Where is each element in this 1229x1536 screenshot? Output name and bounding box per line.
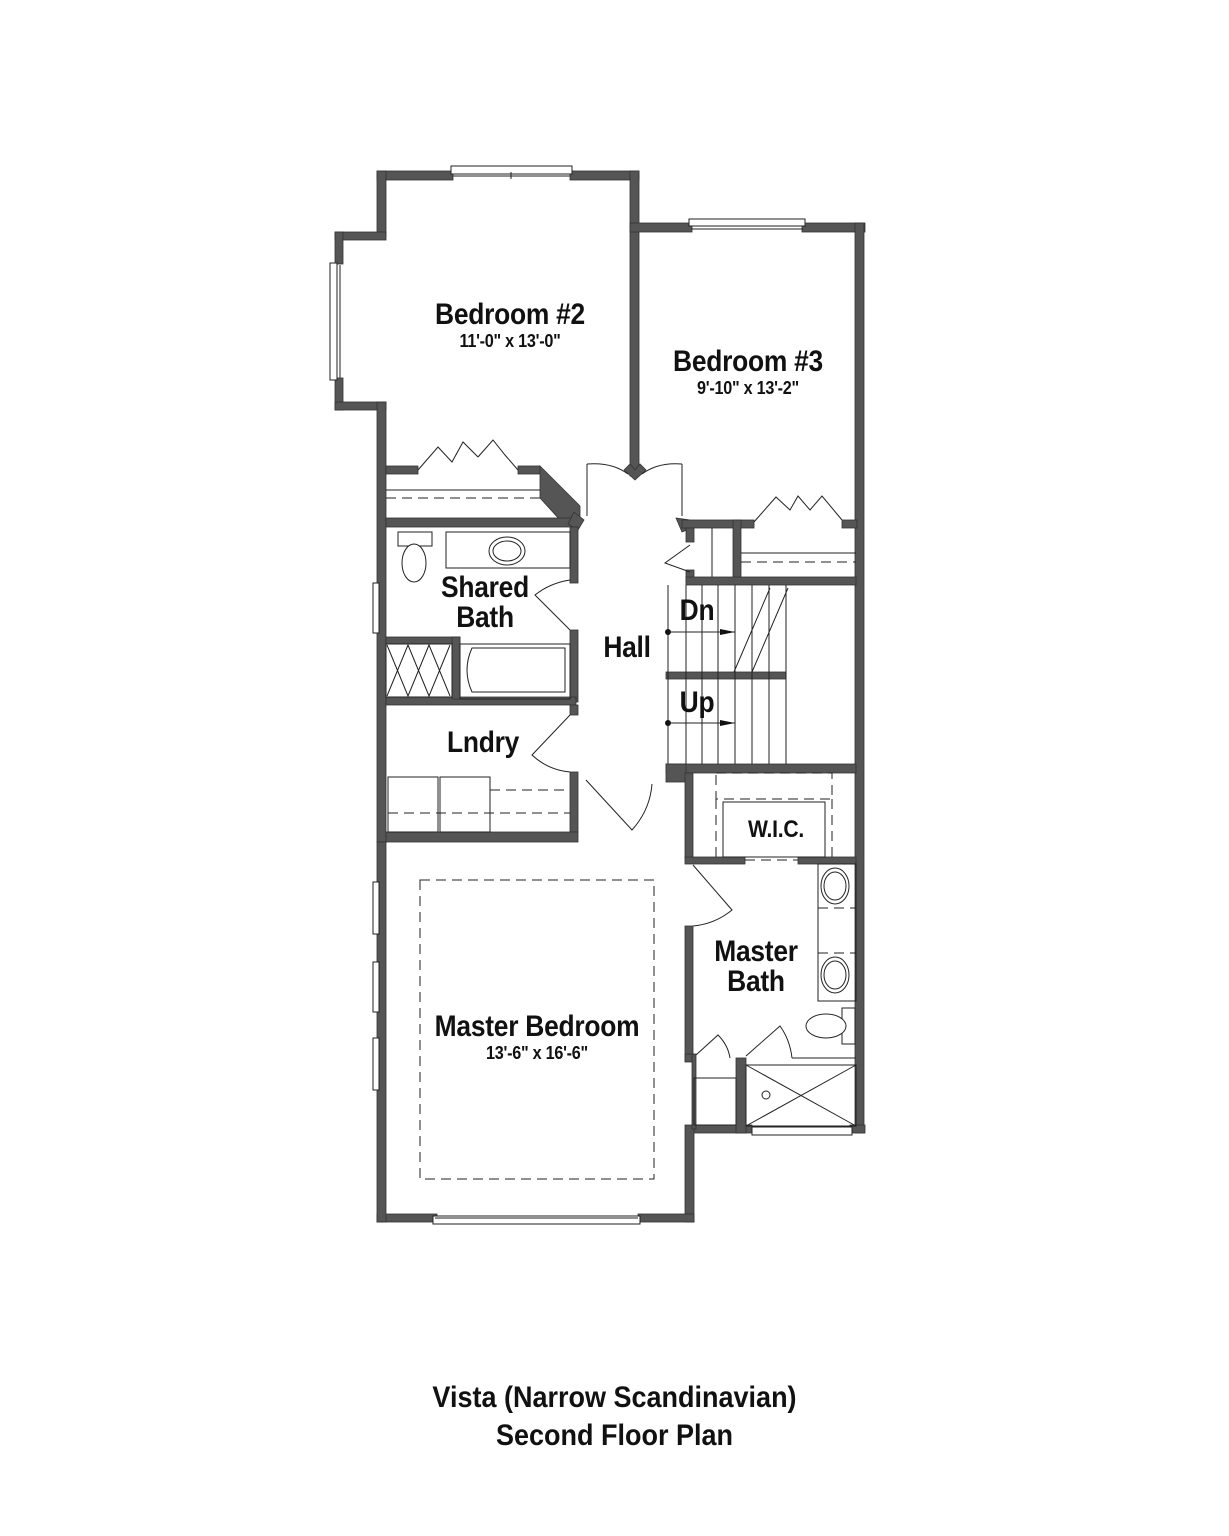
room-label-wic: W.I.C. — [744, 815, 808, 845]
room-name-line1: Shared — [441, 571, 529, 604]
room-name-line2: Bath — [456, 601, 514, 634]
room-name: Master Bedroom — [434, 1010, 640, 1043]
room-name: Hall — [603, 631, 651, 664]
room-name: Bedroom #2 — [435, 298, 585, 331]
room-name-line1: Master — [714, 935, 798, 968]
plan-title: Vista (Narrow Scandinavian) — [432, 1381, 797, 1414]
room-label-bedroom-2: Bedroom #2 11'-0" x 13'-0" — [425, 300, 595, 352]
room-name: W.I.C. — [748, 816, 804, 843]
room-label-master-bath: Master Bath — [709, 937, 804, 997]
doors — [417, 439, 856, 1059]
room-dimensions: 11'-0" x 13'-0" — [459, 331, 561, 351]
room-dimensions: 13'-6" x 16'-6" — [486, 1043, 588, 1063]
fixtures — [385, 489, 857, 1180]
room-name: Bedroom #3 — [673, 345, 823, 378]
room-dimensions: 9'-10" x 13'-2" — [697, 378, 799, 398]
stairs-down-label: Dn — [679, 594, 715, 627]
room-label-hall: Hall — [600, 633, 654, 663]
room-label-laundry: Lndry — [442, 728, 524, 758]
room-label-shared-bath: Shared Bath — [435, 573, 535, 633]
plan-subtitle: Second Floor Plan — [495, 1419, 734, 1452]
room-label-bedroom-3: Bedroom #3 9'-10" x 13'-2" — [663, 347, 833, 399]
interior-walls — [385, 463, 858, 1134]
room-name-line2: Bath — [727, 965, 785, 998]
stairs-up-label: Up — [679, 686, 715, 719]
windows — [329, 165, 853, 1225]
room-name: Lndry — [446, 726, 520, 759]
room-label-master-bedroom: Master Bedroom 13'-6" x 16'-6" — [421, 1012, 654, 1064]
